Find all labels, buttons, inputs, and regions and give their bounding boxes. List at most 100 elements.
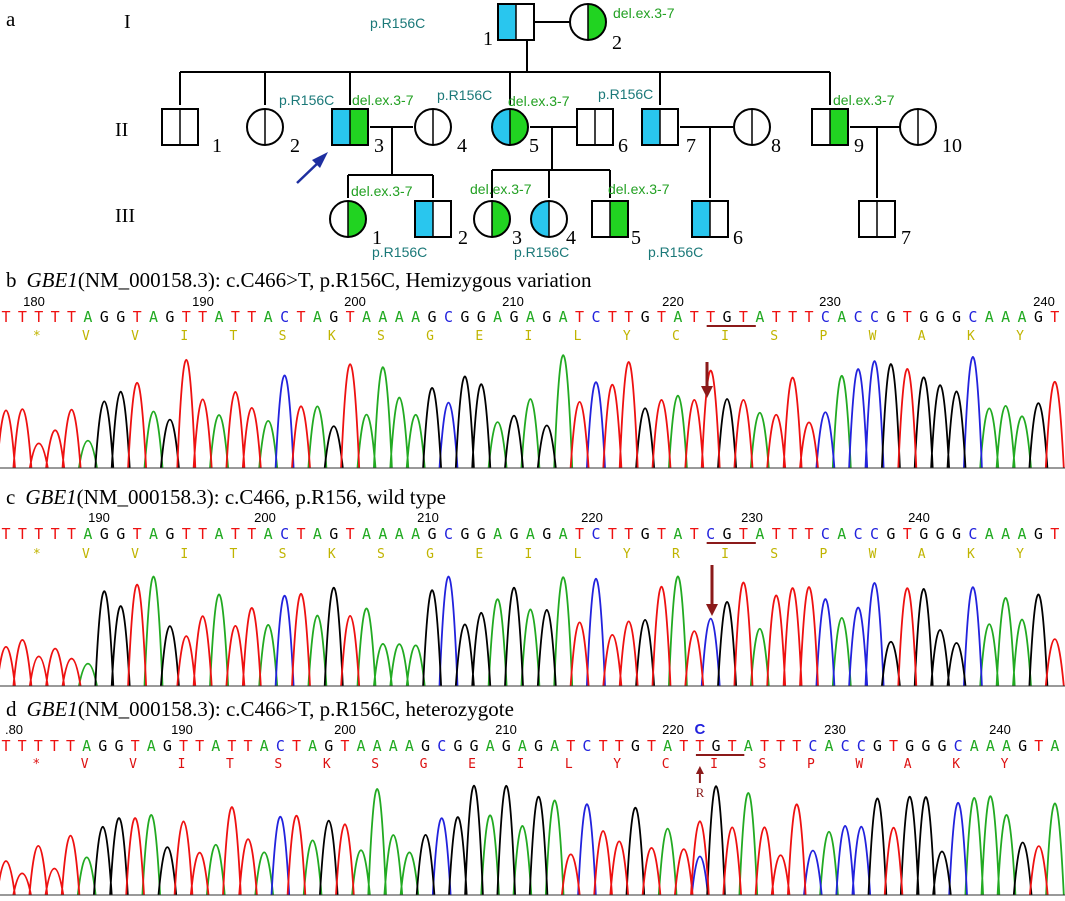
base-call: A (1018, 525, 1027, 543)
amino-acid: I (524, 329, 532, 344)
base-call: A (1001, 525, 1010, 543)
genotype-label: del.ex.3-7 (608, 181, 670, 197)
base-call: A (1001, 308, 1010, 326)
chromatogram-traces (0, 354, 1065, 469)
base-call: A (82, 737, 91, 755)
base-call: A (362, 308, 371, 326)
trace-T (0, 358, 1065, 469)
base-call: T (179, 737, 188, 755)
amino-acid: K (323, 757, 331, 772)
base-call: A (147, 737, 156, 755)
amino-acid: P (819, 329, 827, 344)
base-call: T (182, 308, 191, 326)
position-tick-label: 190 (88, 510, 110, 525)
base-call: G (723, 525, 732, 543)
amino-acid: I (524, 547, 532, 562)
base-call: A (985, 525, 994, 543)
het-base-top: C (694, 721, 705, 738)
base-call: G (886, 308, 895, 326)
amino-acid: Y (1016, 329, 1024, 344)
base-call: C (276, 737, 285, 755)
base-call: T (182, 525, 191, 543)
base-call: T (66, 737, 75, 755)
amino-acid: T (230, 547, 238, 562)
position-tick-label: 210 (502, 294, 524, 309)
base-call: G (165, 308, 174, 326)
base-call: A (986, 737, 995, 755)
panel-b-letter: b (6, 268, 17, 292)
trace-A (78, 575, 1032, 687)
het-iupac-code: R (696, 785, 705, 800)
base-call: G (1034, 525, 1043, 543)
base-call: G (469, 737, 478, 755)
amino-acid: Y (1016, 547, 1024, 562)
genotype-label: p.R156C (370, 15, 425, 31)
amino-acid: A (918, 547, 926, 562)
base-call: T (244, 737, 253, 755)
base-call: T (18, 525, 27, 543)
base-call: G (534, 737, 543, 755)
panel-c-gene: GBE1 (25, 485, 76, 509)
pedigree-lines (179, 21, 900, 198)
amino-acid: S (274, 757, 282, 772)
position-tick-label: 220 (581, 510, 603, 525)
base-call: T (346, 525, 355, 543)
base-call: C (280, 308, 289, 326)
amino-acid: S (770, 547, 778, 562)
base-call: G (324, 737, 333, 755)
base-call: A (373, 737, 382, 755)
genotype-label: p.R156C (598, 86, 653, 102)
base-call: T (231, 308, 240, 326)
base-call: T (728, 737, 737, 755)
amino-acid: E (475, 329, 483, 344)
base-call: A (264, 525, 273, 543)
position-tick-label: 210 (495, 722, 517, 737)
base-call: T (788, 525, 797, 543)
panel-b-gene: GBE1 (27, 268, 78, 292)
base-call: G (542, 308, 551, 326)
amino-acid: Y (613, 757, 621, 772)
base-call: C (444, 308, 453, 326)
base-call: A (405, 737, 414, 755)
base-call: T (131, 737, 140, 755)
base-call: G (116, 525, 125, 543)
base-call: C (954, 737, 963, 755)
base-call: A (313, 308, 322, 326)
base-call: G (100, 525, 109, 543)
base-call: A (837, 308, 846, 326)
base-call: A (260, 737, 269, 755)
base-call: G (723, 308, 732, 326)
base-call: G (477, 525, 486, 543)
base-call: T (1, 737, 10, 755)
genotype-label: p.R156C (437, 87, 492, 103)
base-call: G (542, 525, 551, 543)
base-call: T (657, 525, 666, 543)
pedigree-individual-I-2: 2 (569, 3, 622, 54)
base-call: T (739, 308, 748, 326)
amino-acid: C (672, 329, 680, 344)
position-tick-label: 210 (417, 510, 439, 525)
base-call: G (1018, 737, 1027, 755)
base-call: C (280, 525, 289, 543)
base-call: T (566, 737, 575, 755)
trace-T (0, 803, 1049, 896)
base-call: A (663, 737, 672, 755)
base-call: T (903, 525, 912, 543)
base-call: T (340, 737, 349, 755)
base-call: A (493, 525, 502, 543)
pedigree-individual-II-1: 1 (161, 108, 222, 157)
genotype-label: del.ex.3-7 (352, 92, 414, 108)
amino-acid: P (819, 547, 827, 562)
pedigree-number: 7 (686, 135, 696, 157)
base-call: A (264, 308, 273, 326)
base-call: T (706, 308, 715, 326)
amino-acid: W (869, 547, 877, 562)
base-call: A (673, 525, 682, 543)
amino-acid: P (807, 757, 815, 772)
base-call: C (808, 737, 817, 755)
base-call: T (739, 525, 748, 543)
amino-acid: L (565, 757, 573, 772)
genotype-label: del.ex.3-7 (470, 181, 532, 197)
pedigree-number: 6 (618, 135, 628, 157)
base-call: A (411, 308, 420, 326)
